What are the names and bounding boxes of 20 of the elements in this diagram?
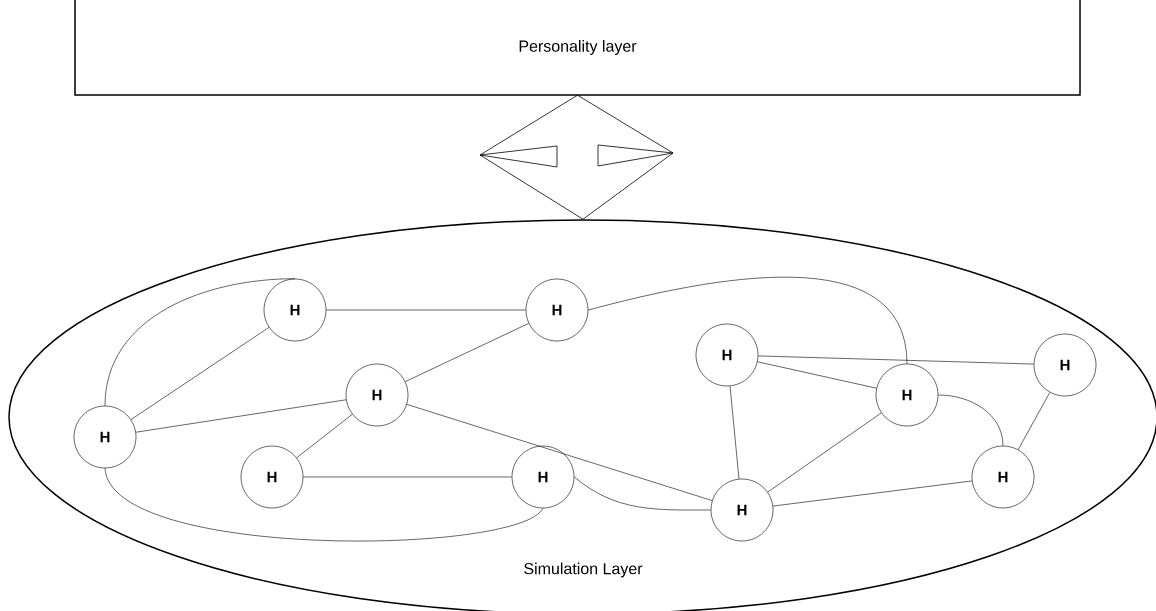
link-line <box>729 385 740 480</box>
link-line <box>588 276 908 364</box>
link-line <box>135 399 347 433</box>
link-line <box>1017 392 1051 450</box>
link-line <box>772 480 973 507</box>
link-line <box>757 361 877 389</box>
link-line <box>130 327 270 420</box>
link-line <box>406 404 713 501</box>
link-line <box>574 476 711 511</box>
link-line <box>104 278 296 406</box>
link-line <box>104 468 544 542</box>
link-line <box>303 476 512 478</box>
link-line <box>938 394 1004 446</box>
link-line <box>405 323 529 382</box>
layer-box: Personality layer <box>74 0 1081 96</box>
link-line <box>326 309 526 311</box>
link-line <box>758 355 1035 365</box>
link-line <box>767 412 882 493</box>
link-line <box>296 413 353 459</box>
double-arrow-connector <box>479 94 674 220</box>
